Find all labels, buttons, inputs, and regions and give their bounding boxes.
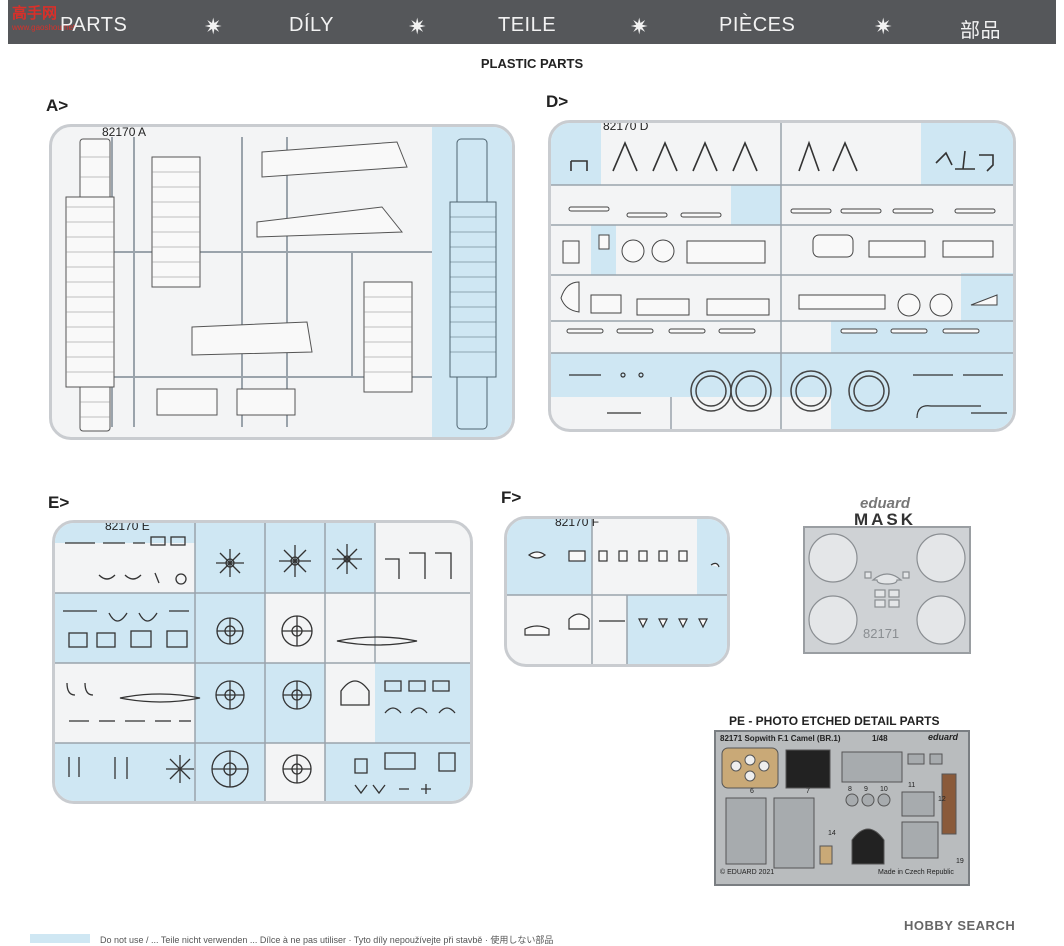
watermark-url: www.gaoshou.net — [12, 23, 76, 32]
sprue-d-highlight — [921, 123, 1013, 185]
pe-part-number: 12 — [938, 796, 946, 803]
mask-brand: eduard — [859, 495, 910, 512]
sprue-a: 82170 A — [49, 124, 515, 440]
hobby-search-watermark: HOBBY SEARCH — [904, 918, 1016, 933]
header-label-buhin: 部品 — [960, 20, 1001, 42]
sprue-a-drawing — [65, 137, 497, 432]
sprue-f-highlight — [697, 519, 727, 595]
pe-part-number: 19 — [956, 858, 964, 865]
sprue-d-code: 82170 D — [603, 120, 649, 133]
site-watermark-logo: 高手网 www.gaoshou.net — [12, 2, 75, 32]
header-label-teile: TEILE — [498, 14, 557, 36]
page-title: PLASTIC PARTS — [480, 56, 584, 71]
header-label-pieces: PIÈCES — [719, 14, 796, 36]
sprue-f: 82170 F — [504, 516, 730, 667]
header-label-parts: PARTS — [60, 14, 128, 36]
star-icon: ✷ — [204, 14, 223, 39]
sprue-e-code: 82170 E — [105, 520, 150, 533]
pe-title: PE - PHOTO ETCHED DETAIL PARTS — [729, 714, 940, 728]
sprue-e: 82170 E — [52, 520, 473, 804]
footer-color-swatch — [30, 934, 90, 943]
sprue-e-highlight — [265, 523, 375, 593]
footer-text: Do not use / ... Teile nicht verwenden .… — [100, 935, 554, 945]
pe-copyright: © EDUARD 2021 — [720, 869, 775, 876]
sprue-a-code: 82170 A — [102, 125, 147, 139]
star-icon: ✷ — [408, 14, 427, 39]
pe-part-number: 10 — [880, 786, 888, 793]
sprue-f-code: 82170 F — [555, 516, 600, 529]
section-label-a: A> — [46, 96, 69, 115]
sprue-d: 82170 D — [548, 120, 1016, 432]
pe-fret: 82171 Sopwith F.1 Camel (BR.1) 1/48 edua… — [714, 730, 970, 886]
sprue-e-highlight — [55, 523, 195, 543]
section-label-f: F> — [501, 488, 522, 507]
watermark-logo-text: 高手网 — [12, 5, 58, 22]
sprue-e-highlight — [265, 663, 325, 743]
mask-drawing — [808, 533, 966, 645]
sprue-e-drawing — [55, 523, 470, 801]
sprue-f-drawing — [507, 519, 727, 664]
section-label-e: E> — [48, 493, 70, 512]
pe-scale: 1/48 — [872, 734, 888, 743]
pe-drawing — [721, 747, 957, 869]
sprue-d-highlight — [961, 273, 1013, 321]
pe-part-number: 11 — [908, 782, 916, 789]
mask-header: eduard MASK — [835, 496, 935, 528]
pe-part-number: 14 — [828, 830, 836, 837]
pe-made-in: Made in Czech Republic — [878, 869, 954, 876]
pe-part-number: 7 — [806, 788, 810, 795]
sprue-e-highlight — [375, 663, 470, 743]
pe-part-number: 8 — [848, 786, 852, 793]
star-icon: ✷ — [874, 14, 893, 39]
sprue-d-highlight — [731, 185, 781, 225]
pe-part-number: 9 — [864, 786, 868, 793]
sprue-f-highlight — [627, 595, 727, 664]
sprue-d-highlight — [591, 225, 616, 275]
star-icon: ✷ — [630, 14, 649, 39]
section-label-d: D> — [546, 92, 569, 111]
sprue-e-highlight — [55, 743, 195, 801]
pe-part-number: 6 — [750, 788, 754, 795]
sprue-e-highlight — [55, 593, 195, 663]
mask-sheet: 82171 — [803, 526, 971, 654]
mask-number: 82171 — [863, 626, 900, 641]
mask-title: MASK — [853, 510, 917, 529]
header-bar: 高手网 www.gaoshou.net PARTS ✷ DÍLY ✷ TEILE… — [8, 0, 1056, 44]
pe-code-line: 82171 Sopwith F.1 Camel (BR.1) — [720, 734, 841, 743]
sprue-d-drawing — [551, 123, 1013, 429]
header-label-dily: DÍLY — [289, 14, 334, 36]
sprue-d-highlight — [551, 123, 601, 185]
pe-brand: eduard — [928, 732, 959, 742]
